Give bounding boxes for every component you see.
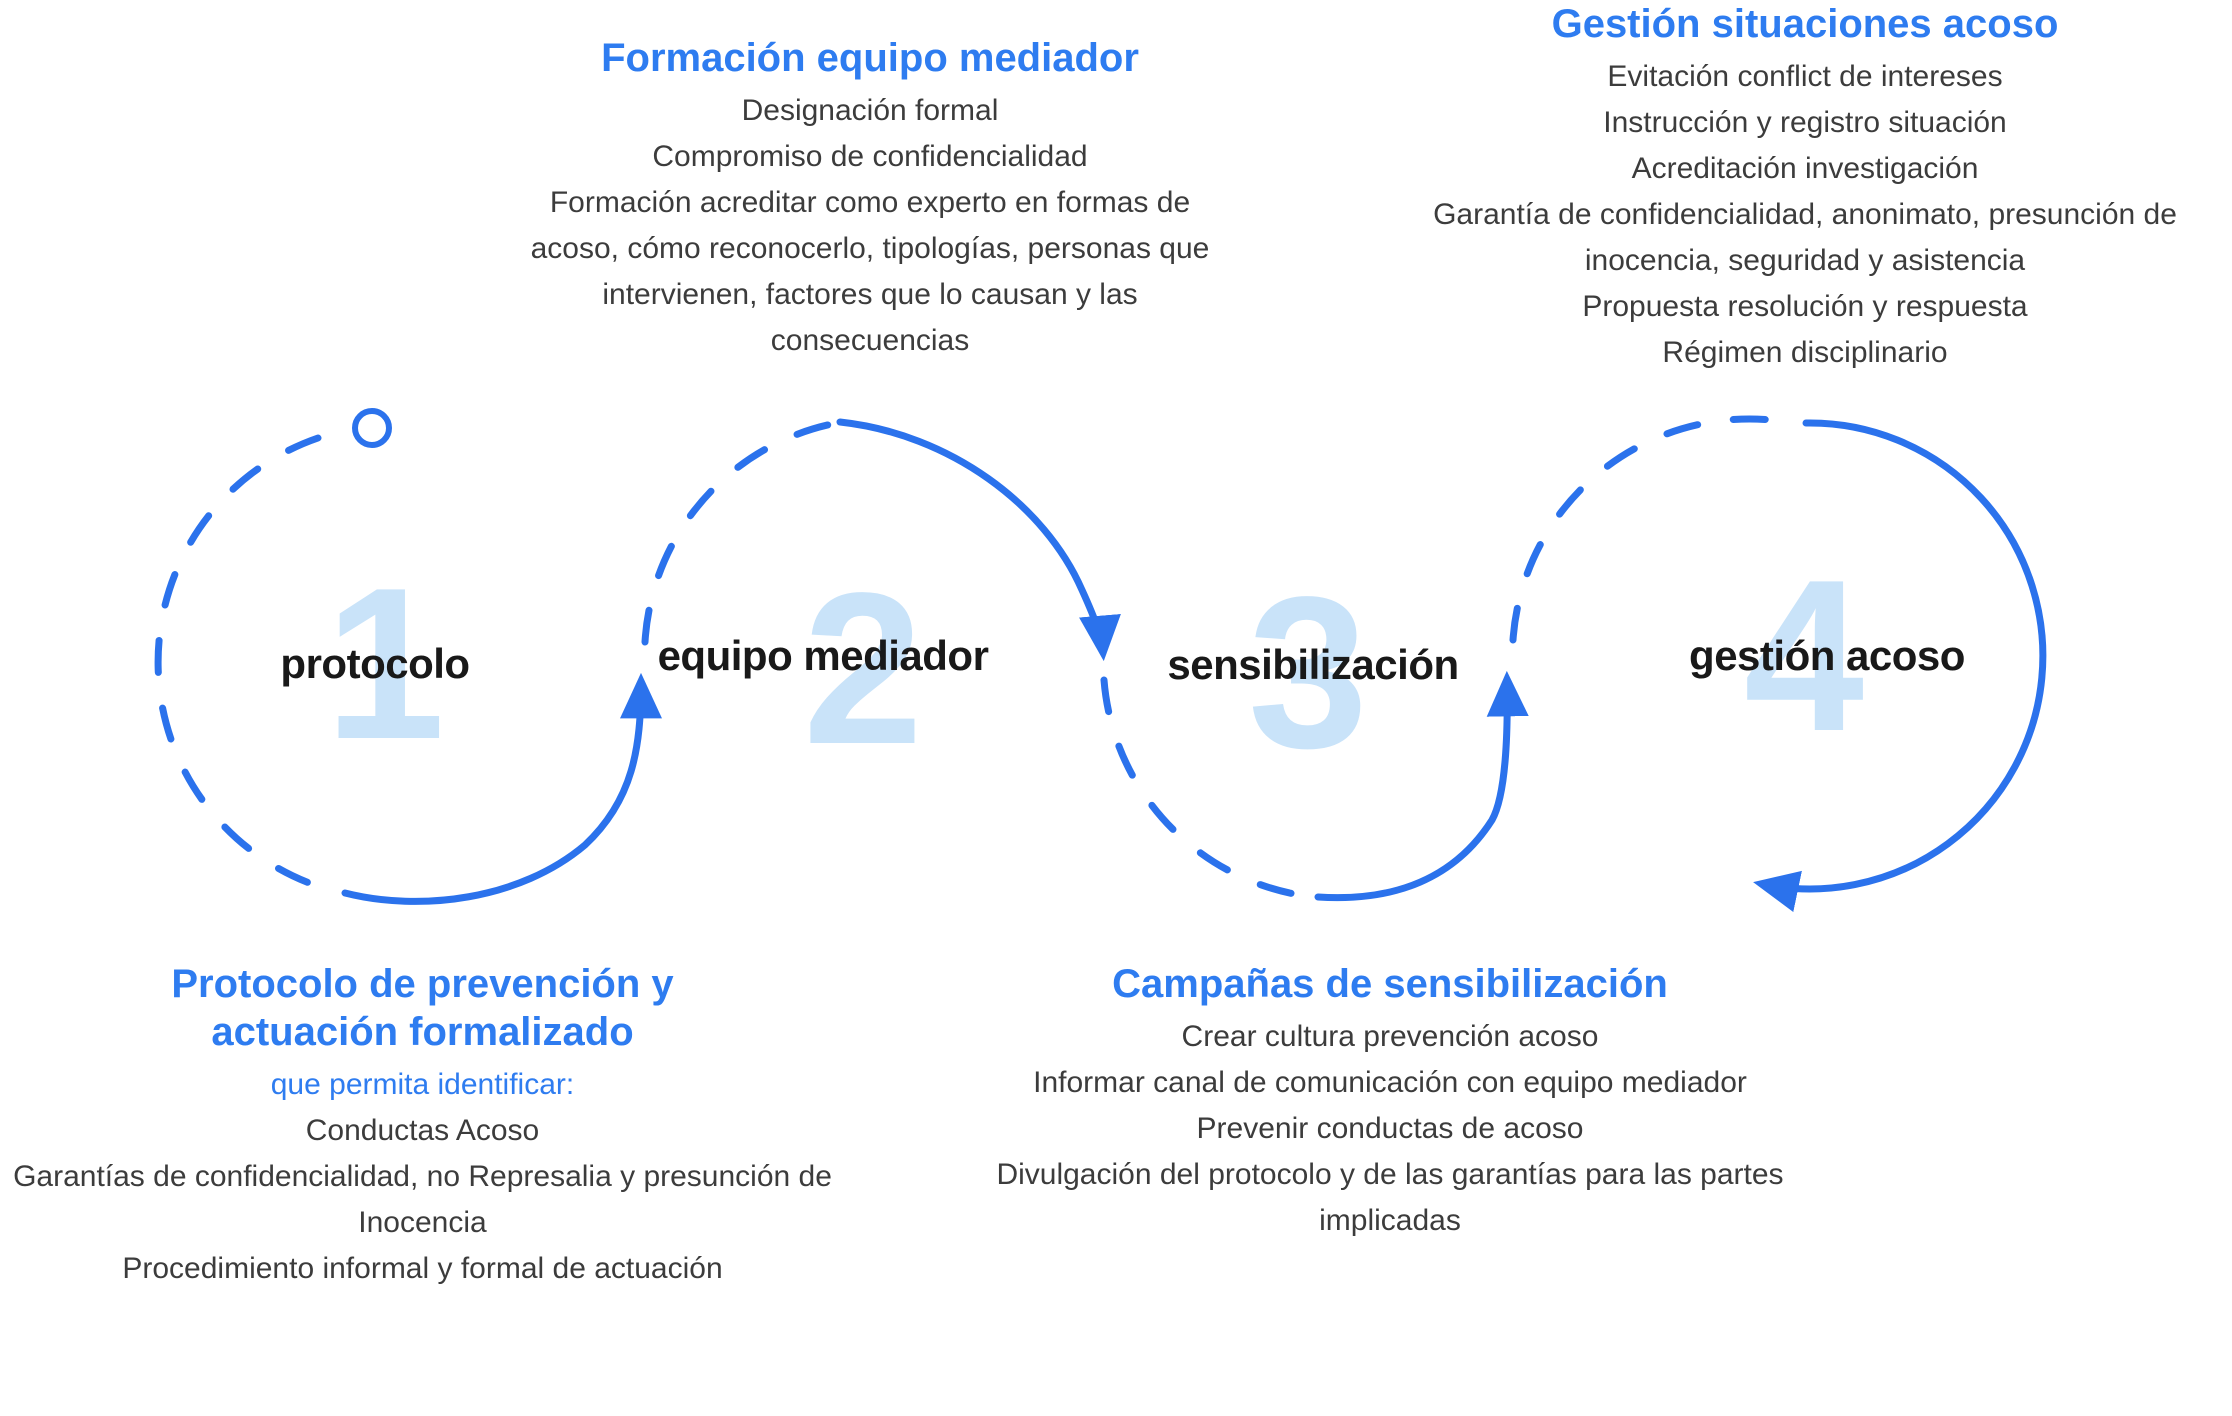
block-line: Instrucción y registro situación bbox=[1603, 106, 2007, 139]
block-line: Garantía de confidencialidad, anonimato,… bbox=[1433, 198, 2177, 277]
loop3-dashed-arc bbox=[1100, 676, 1310, 900]
block-protocolo-prevencion: Protocolo de prevención y actuación form… bbox=[0, 960, 845, 1292]
block-line: Compromiso de confidencialidad bbox=[652, 140, 1088, 173]
solid-arc-step3-to-step4-up-arrow bbox=[1314, 670, 1529, 902]
block-title: Protocolo de prevención y actuación form… bbox=[171, 962, 674, 1054]
block-line: Conductas Acoso bbox=[305, 1114, 540, 1147]
block-line: Divulgación del protocolo y de las garan… bbox=[996, 1158, 1784, 1237]
step-label-sensibilizacion: sensibilización bbox=[1167, 641, 1459, 688]
start-circle-icon bbox=[352, 408, 392, 448]
step-label-protocolo: protocolo bbox=[280, 640, 470, 687]
block-gestion-situaciones-acoso: Gestión situaciones acoso Evitación conf… bbox=[1385, 0, 2225, 376]
block-subtitle: que permita identificar: bbox=[270, 1068, 575, 1101]
solid-arc-step1-to-step2-up-arrow bbox=[341, 672, 662, 905]
block-title: Gestión situaciones acoso bbox=[1551, 2, 2059, 46]
step-number-1: 1 bbox=[324, 542, 446, 784]
block-line: Procedimiento informal y formal de actua… bbox=[122, 1252, 723, 1285]
block-title: Campañas de sensibilización bbox=[1112, 962, 1668, 1006]
loop2-dashed-arc bbox=[641, 420, 836, 646]
block-line: Designación formal bbox=[741, 94, 999, 127]
block-line: Régimen disciplinario bbox=[1662, 336, 1948, 369]
block-line: Crear cultura prevención acoso bbox=[1181, 1020, 1599, 1053]
solid-arc-step2-to-step3-down-arrow bbox=[836, 418, 1121, 662]
block-campanas-sensibilizacion: Campañas de sensibilización Crear cultur… bbox=[930, 960, 1850, 1244]
block-line: Informar canal de comunicación con equip… bbox=[1033, 1066, 1747, 1099]
step-number-3: 3 bbox=[1247, 551, 1369, 793]
step-label-gestion-acoso: gestión acoso bbox=[1689, 632, 1965, 679]
block-formacion-equipo-mediador: Formación equipo mediador Designación fo… bbox=[430, 34, 1310, 364]
block-title: Formación equipo mediador bbox=[601, 36, 1139, 80]
step-number-2: 2 bbox=[802, 547, 924, 789]
block-line: Acreditación investigación bbox=[1631, 152, 1979, 185]
block-line: Garantías de confidencialidad, no Repres… bbox=[13, 1160, 832, 1239]
block-line: Evitación conflict de intereses bbox=[1607, 60, 2003, 93]
solid-arc-step4-end-left-arrow bbox=[1753, 419, 2047, 912]
block-line: Prevenir conductas de acoso bbox=[1196, 1112, 1584, 1145]
loop1-dashed-arc bbox=[154, 434, 334, 894]
block-line: Formación acreditar como experto en form… bbox=[530, 186, 1210, 357]
step-number-4: 4 bbox=[1743, 534, 1865, 776]
block-line: Propuesta resolución y respuesta bbox=[1582, 290, 2028, 323]
step-label-equipo-mediador: equipo mediador bbox=[657, 632, 989, 679]
loop4-dashed-arc bbox=[1509, 415, 1802, 644]
